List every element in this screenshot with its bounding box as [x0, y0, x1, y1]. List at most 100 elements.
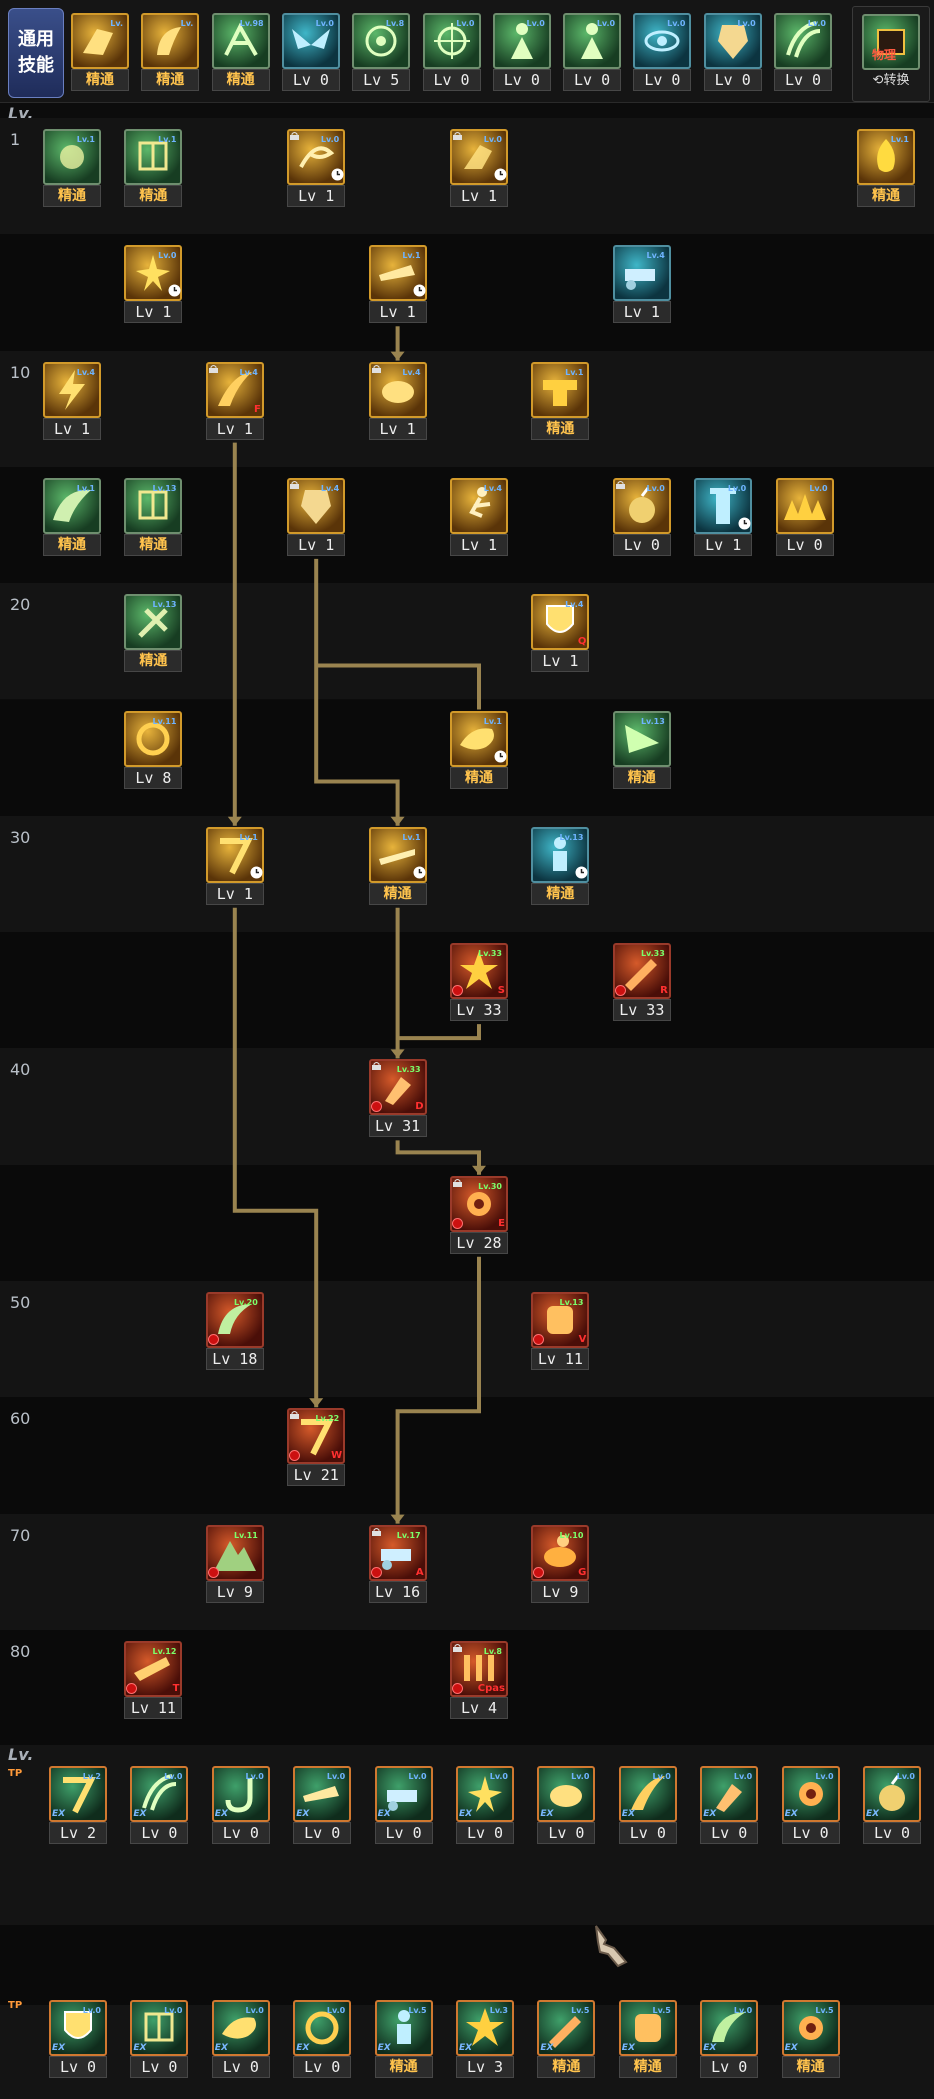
anvil-icon: Lv.1	[531, 361, 590, 418]
skill-link-line	[314, 558, 400, 826]
skill-level-tag: 精通	[857, 185, 915, 207]
ex-icon: EX	[621, 1809, 635, 1819]
common-skill-2[interactable]: Lv.精通	[138, 10, 202, 96]
alert-icon	[452, 1217, 463, 1229]
common-skill-1[interactable]: Lv.精通	[68, 10, 132, 96]
physical-swap-button[interactable]: 物理 ⟲转换	[859, 11, 923, 97]
physical-swap-icon: 物理	[862, 14, 920, 70]
ex-icon: EX	[540, 2043, 554, 2053]
alert-icon	[370, 1566, 382, 1578]
skill-level-tag: Lv 9	[205, 1580, 264, 1603]
lightning-icon: Lv.4	[43, 361, 101, 418]
icon-level: Lv.5	[571, 2006, 590, 2015]
icon-level: Lv.5	[652, 2006, 671, 2015]
alert-icon	[207, 1566, 219, 1578]
alert-icon	[452, 985, 463, 997]
skill-level-tag: Lv 0	[281, 69, 340, 91]
skill-level-tag: 精通	[124, 650, 183, 673]
grab-icon: Lv.	[141, 13, 200, 69]
skill-level-tag: Lv 1	[450, 533, 508, 556]
common-skills-label[interactable]: 通用 技能	[8, 8, 64, 98]
explosion-icon: Lv.3	[456, 2000, 514, 2056]
hotkey-label: T	[172, 1682, 180, 1694]
turbine-icon: Lv.0	[781, 1766, 840, 1822]
skill-level-tag: Lv 1	[368, 301, 427, 324]
skill-level-tag: Lv 8	[124, 766, 183, 789]
tree-row-band: 70	[0, 1513, 934, 1630]
cannon-icon: Lv.0	[374, 1766, 433, 1822]
golem-icon: Lv.13	[531, 1292, 590, 1348]
skill-level-tag: Lv 1	[287, 533, 346, 556]
